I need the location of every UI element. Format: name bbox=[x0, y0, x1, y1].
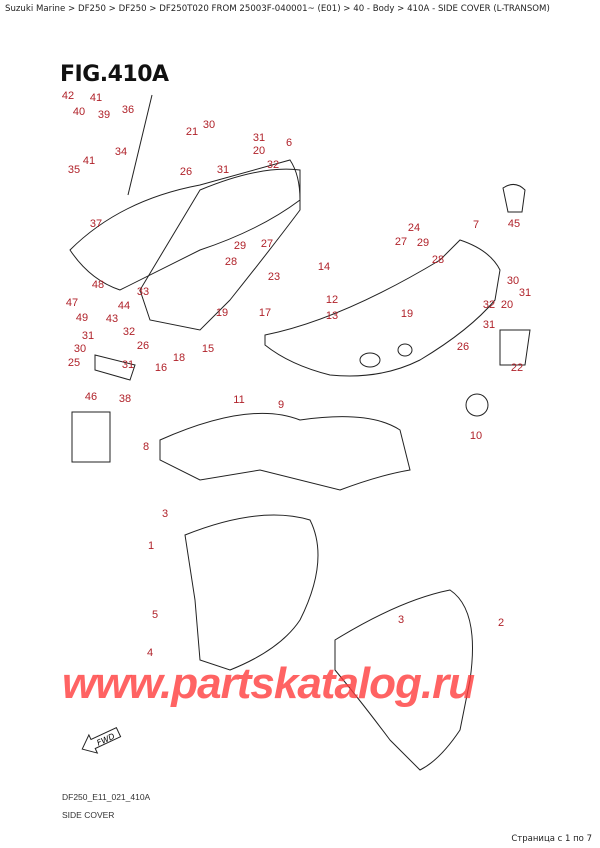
callout-19[interactable]: 19 bbox=[216, 307, 228, 319]
cable-36 bbox=[127, 94, 153, 196]
callout-44[interactable]: 44 bbox=[118, 300, 130, 312]
callout-26[interactable]: 26 bbox=[457, 341, 469, 353]
callout-41[interactable]: 41 bbox=[83, 155, 95, 167]
side-cover-lower-2 bbox=[334, 589, 473, 771]
callout-26[interactable]: 26 bbox=[180, 166, 192, 178]
callout-28[interactable]: 28 bbox=[432, 254, 444, 266]
callout-28[interactable]: 28 bbox=[225, 256, 237, 268]
watermark: www.partskatalog.ru bbox=[62, 659, 475, 708]
figure-title: FIG.410A bbox=[60, 62, 169, 87]
callout-49[interactable]: 49 bbox=[76, 312, 88, 324]
label-46 bbox=[71, 411, 111, 463]
callout-18[interactable]: 18 bbox=[173, 352, 185, 364]
callout-3[interactable]: 3 bbox=[162, 508, 168, 520]
callout-43[interactable]: 43 bbox=[106, 313, 118, 325]
callout-5[interactable]: 5 bbox=[152, 609, 158, 621]
callout-3[interactable]: 3 bbox=[398, 614, 404, 626]
knob-45 bbox=[502, 184, 526, 213]
callout-47[interactable]: 47 bbox=[66, 297, 78, 309]
grommet bbox=[397, 343, 413, 357]
callout-35[interactable]: 35 bbox=[68, 164, 80, 176]
callout-31[interactable]: 31 bbox=[82, 330, 94, 342]
callout-31[interactable]: 31 bbox=[483, 319, 495, 331]
callout-2[interactable]: 2 bbox=[498, 617, 504, 629]
callout-26[interactable]: 26 bbox=[137, 340, 149, 352]
seal-8 bbox=[159, 412, 411, 491]
callout-45[interactable]: 45 bbox=[508, 218, 520, 230]
callout-8[interactable]: 8 bbox=[143, 441, 149, 453]
callout-30[interactable]: 30 bbox=[507, 275, 519, 287]
fwd-arrow: FWD bbox=[81, 726, 122, 754]
callout-40[interactable]: 40 bbox=[73, 106, 85, 118]
callout-31[interactable]: 31 bbox=[122, 359, 134, 371]
side-cover-upper-right bbox=[264, 239, 501, 377]
callout-14[interactable]: 14 bbox=[318, 261, 330, 273]
callout-21[interactable]: 21 bbox=[186, 126, 198, 138]
callout-37[interactable]: 37 bbox=[90, 218, 102, 230]
callout-9[interactable]: 9 bbox=[278, 399, 284, 411]
callout-31[interactable]: 31 bbox=[217, 164, 229, 176]
callout-27[interactable]: 27 bbox=[395, 236, 407, 248]
callout-42[interactable]: 42 bbox=[62, 90, 74, 102]
callout-16[interactable]: 16 bbox=[155, 362, 167, 374]
diagram-code: DF250_E11_021_410A bbox=[62, 792, 151, 802]
callout-11[interactable]: 11 bbox=[233, 394, 244, 406]
callout-41[interactable]: 41 bbox=[90, 92, 102, 104]
callout-32[interactable]: 32 bbox=[267, 159, 279, 171]
callout-31[interactable]: 31 bbox=[253, 132, 265, 144]
plug-10 bbox=[465, 393, 489, 417]
callout-12[interactable]: 12 bbox=[326, 294, 338, 306]
callout-29[interactable]: 29 bbox=[234, 240, 246, 252]
callout-25[interactable]: 25 bbox=[68, 357, 80, 369]
callout-46[interactable]: 46 bbox=[85, 391, 97, 403]
grip-22 bbox=[499, 329, 531, 366]
callout-34[interactable]: 34 bbox=[115, 146, 127, 158]
grommet bbox=[359, 352, 381, 368]
fwd-label: FWD bbox=[95, 732, 116, 748]
side-cover-lower-1 bbox=[184, 514, 319, 671]
callout-13[interactable]: 13 bbox=[326, 310, 338, 322]
pagination: Страница с 1 по 7 bbox=[511, 834, 592, 844]
side-cover-upper-body bbox=[139, 168, 301, 331]
side-cover-upper-left bbox=[69, 159, 301, 291]
callout-17[interactable]: 17 bbox=[259, 307, 271, 319]
callout-1[interactable]: 1 bbox=[148, 540, 154, 552]
callout-32[interactable]: 32 bbox=[123, 326, 135, 338]
callout-31[interactable]: 31 bbox=[519, 287, 531, 299]
breadcrumb[interactable]: Suzuki Marine > DF250 > DF250 > DF250T02… bbox=[5, 4, 550, 14]
callout-20[interactable]: 20 bbox=[501, 299, 513, 311]
callout-22[interactable]: 22 bbox=[511, 362, 523, 374]
callout-10[interactable]: 10 bbox=[470, 430, 482, 442]
callout-36[interactable]: 36 bbox=[122, 104, 134, 116]
callout-48[interactable]: 48 bbox=[92, 279, 104, 291]
callout-15[interactable]: 15 bbox=[202, 343, 214, 355]
callout-19[interactable]: 19 bbox=[401, 308, 413, 320]
callout-29[interactable]: 29 bbox=[417, 237, 429, 249]
callout-30[interactable]: 30 bbox=[74, 343, 86, 355]
callout-23[interactable]: 23 bbox=[268, 271, 280, 283]
callout-39[interactable]: 39 bbox=[98, 109, 110, 121]
callout-4[interactable]: 4 bbox=[147, 647, 153, 659]
callout-33[interactable]: 33 bbox=[137, 286, 149, 298]
callout-24[interactable]: 24 bbox=[408, 222, 420, 234]
diagram-name: SIDE COVER bbox=[62, 810, 115, 820]
callout-7[interactable]: 7 bbox=[473, 219, 479, 231]
callout-20[interactable]: 20 bbox=[253, 145, 265, 157]
callout-6[interactable]: 6 bbox=[286, 137, 292, 149]
callout-32[interactable]: 32 bbox=[483, 299, 495, 311]
callout-27[interactable]: 27 bbox=[261, 238, 273, 250]
callout-30[interactable]: 30 bbox=[203, 119, 215, 131]
grip-25 bbox=[94, 354, 136, 381]
callout-38[interactable]: 38 bbox=[119, 393, 131, 405]
